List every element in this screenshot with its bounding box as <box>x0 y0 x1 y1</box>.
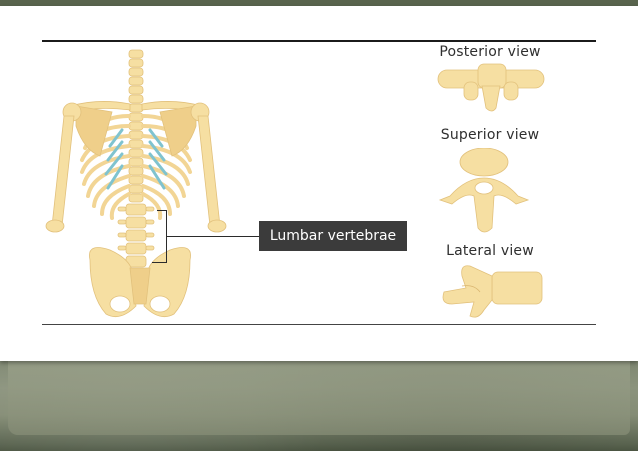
torso-skeleton-illustration <box>45 49 227 318</box>
cervical-vertebra <box>128 49 144 59</box>
right-scapula <box>159 105 197 157</box>
posterior-view-vertebra <box>437 63 545 112</box>
lateral-view-label: Lateral view <box>446 243 534 259</box>
lumbar-vertebra <box>125 203 147 216</box>
callout-bracket-bottom <box>152 262 167 263</box>
callout-label: Lumbar vertebrae <box>269 228 397 244</box>
top-rule <box>42 40 596 42</box>
posterior-view-label: Posterior view <box>439 44 541 60</box>
right-humerus <box>197 115 221 227</box>
left-scapula <box>75 105 113 157</box>
diagram-card: Lumbar vertebrae Posterior view Superior… <box>0 6 638 361</box>
lateral-view-vertebra <box>442 265 543 318</box>
left-humerus <box>51 115 75 227</box>
superior-view-vertebra <box>438 148 530 233</box>
lumbar-vertebrae-callout: Lumbar vertebrae <box>259 221 407 251</box>
superior-view-label: Superior view <box>440 127 540 143</box>
paper-edge <box>8 361 630 435</box>
top-border <box>0 0 638 6</box>
bottom-rule <box>42 324 596 325</box>
callout-leader-line <box>166 236 259 237</box>
callout-bracket-top <box>157 210 166 211</box>
sacrum <box>129 267 151 305</box>
